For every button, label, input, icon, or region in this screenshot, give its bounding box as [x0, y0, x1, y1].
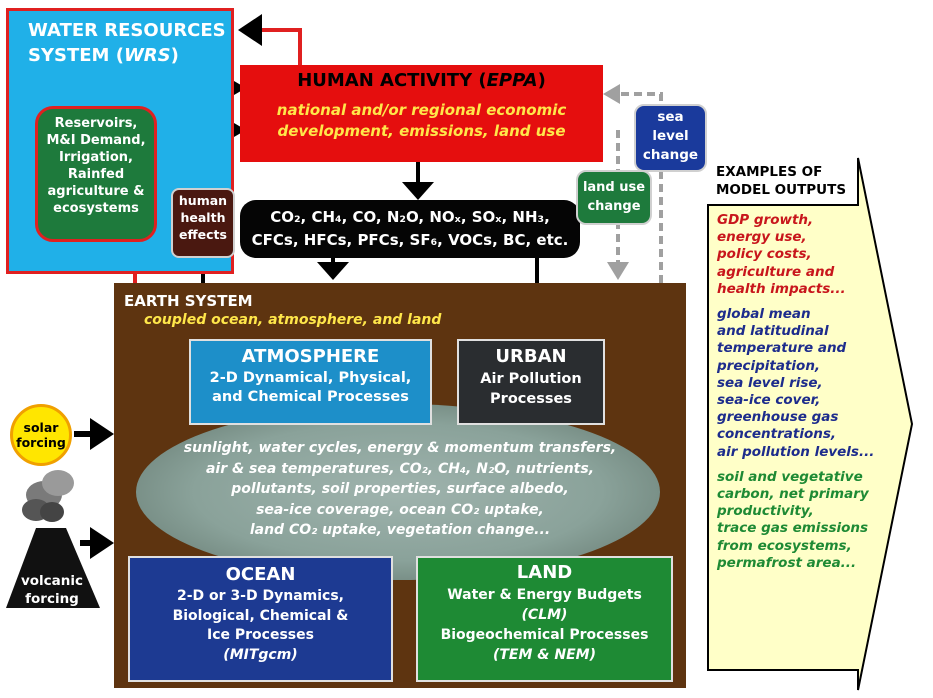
human-to-wrs-line — [258, 28, 302, 65]
earth-processes-text: sunlight, water cycles, energy & momentu… — [183, 440, 617, 538]
wrs-title: WATER RESOURCES SYSTEM (WRS) — [28, 20, 226, 66]
ocean-title: OCEAN — [225, 564, 296, 585]
arrow-into-emissions — [402, 182, 434, 200]
land-title: LAND — [516, 562, 573, 583]
examples-title: EXAMPLES OF MODEL OUTPUTS — [716, 164, 847, 198]
volcano-icon — [6, 470, 100, 608]
climate-outputs: global mean and latitudinal temperature … — [717, 306, 875, 460]
ocean-box: OCEAN 2-D or 3-D Dynamics, Biological, C… — [128, 556, 393, 682]
sun-icon: solar forcing — [10, 404, 72, 466]
examples-list: GDP growth, energy use, policy costs, ag… — [717, 212, 887, 572]
dashed-sea-level-line — [618, 92, 663, 283]
earth-system-title: EARTH SYSTEM — [124, 292, 253, 310]
human-activity-title: HUMAN ACTIVITY (EPPA) — [297, 70, 546, 91]
economic-outputs: GDP growth, energy use, policy costs, ag… — [717, 212, 846, 297]
reservoirs-box: Reservoirs, M&I Demand, Irrigation, Rain… — [35, 106, 157, 242]
human-activity-box — [240, 65, 603, 162]
human-activity-subtitle: national and/or regional economic develo… — [276, 101, 567, 140]
earth-system-subtitle: coupled ocean, atmosphere, and land — [144, 312, 442, 328]
emissions-box: CO₂, CH₄, CO, N₂O, NOₓ, SOₓ, NH₃, CFCs, … — [240, 200, 580, 258]
land-use-change-box: land use change — [576, 170, 652, 225]
arrow-dashed-into-human — [603, 84, 620, 104]
arrow-into-earth — [317, 262, 349, 280]
volcanic-forcing-label: volcanic forcing — [20, 573, 84, 607]
earth-globe-ellipse — [136, 404, 660, 580]
sea-level-change-box: sea level change — [634, 104, 707, 172]
atmosphere-title: ATMOSPHERE — [241, 346, 380, 367]
atmosphere-box: ATMOSPHERE 2-D Dynamical, Physical, and … — [189, 339, 432, 425]
ecosystem-outputs: soil and vegetative carbon, net primary … — [717, 468, 869, 571]
examples-panel — [707, 157, 914, 691]
human-health-effects-box: human health effects — [171, 188, 235, 258]
volcanic-arrow-head — [90, 527, 114, 559]
urban-title: URBAN — [495, 346, 567, 367]
land-box: LAND Water & Energy Budgets (CLM) Biogeo… — [416, 556, 673, 682]
solar-arrow-head — [90, 418, 114, 450]
arrow-into-wrs — [238, 14, 262, 46]
arrow-dashed-into-earth — [607, 262, 629, 280]
urban-box: URBAN Air Pollution Processes — [457, 339, 605, 425]
